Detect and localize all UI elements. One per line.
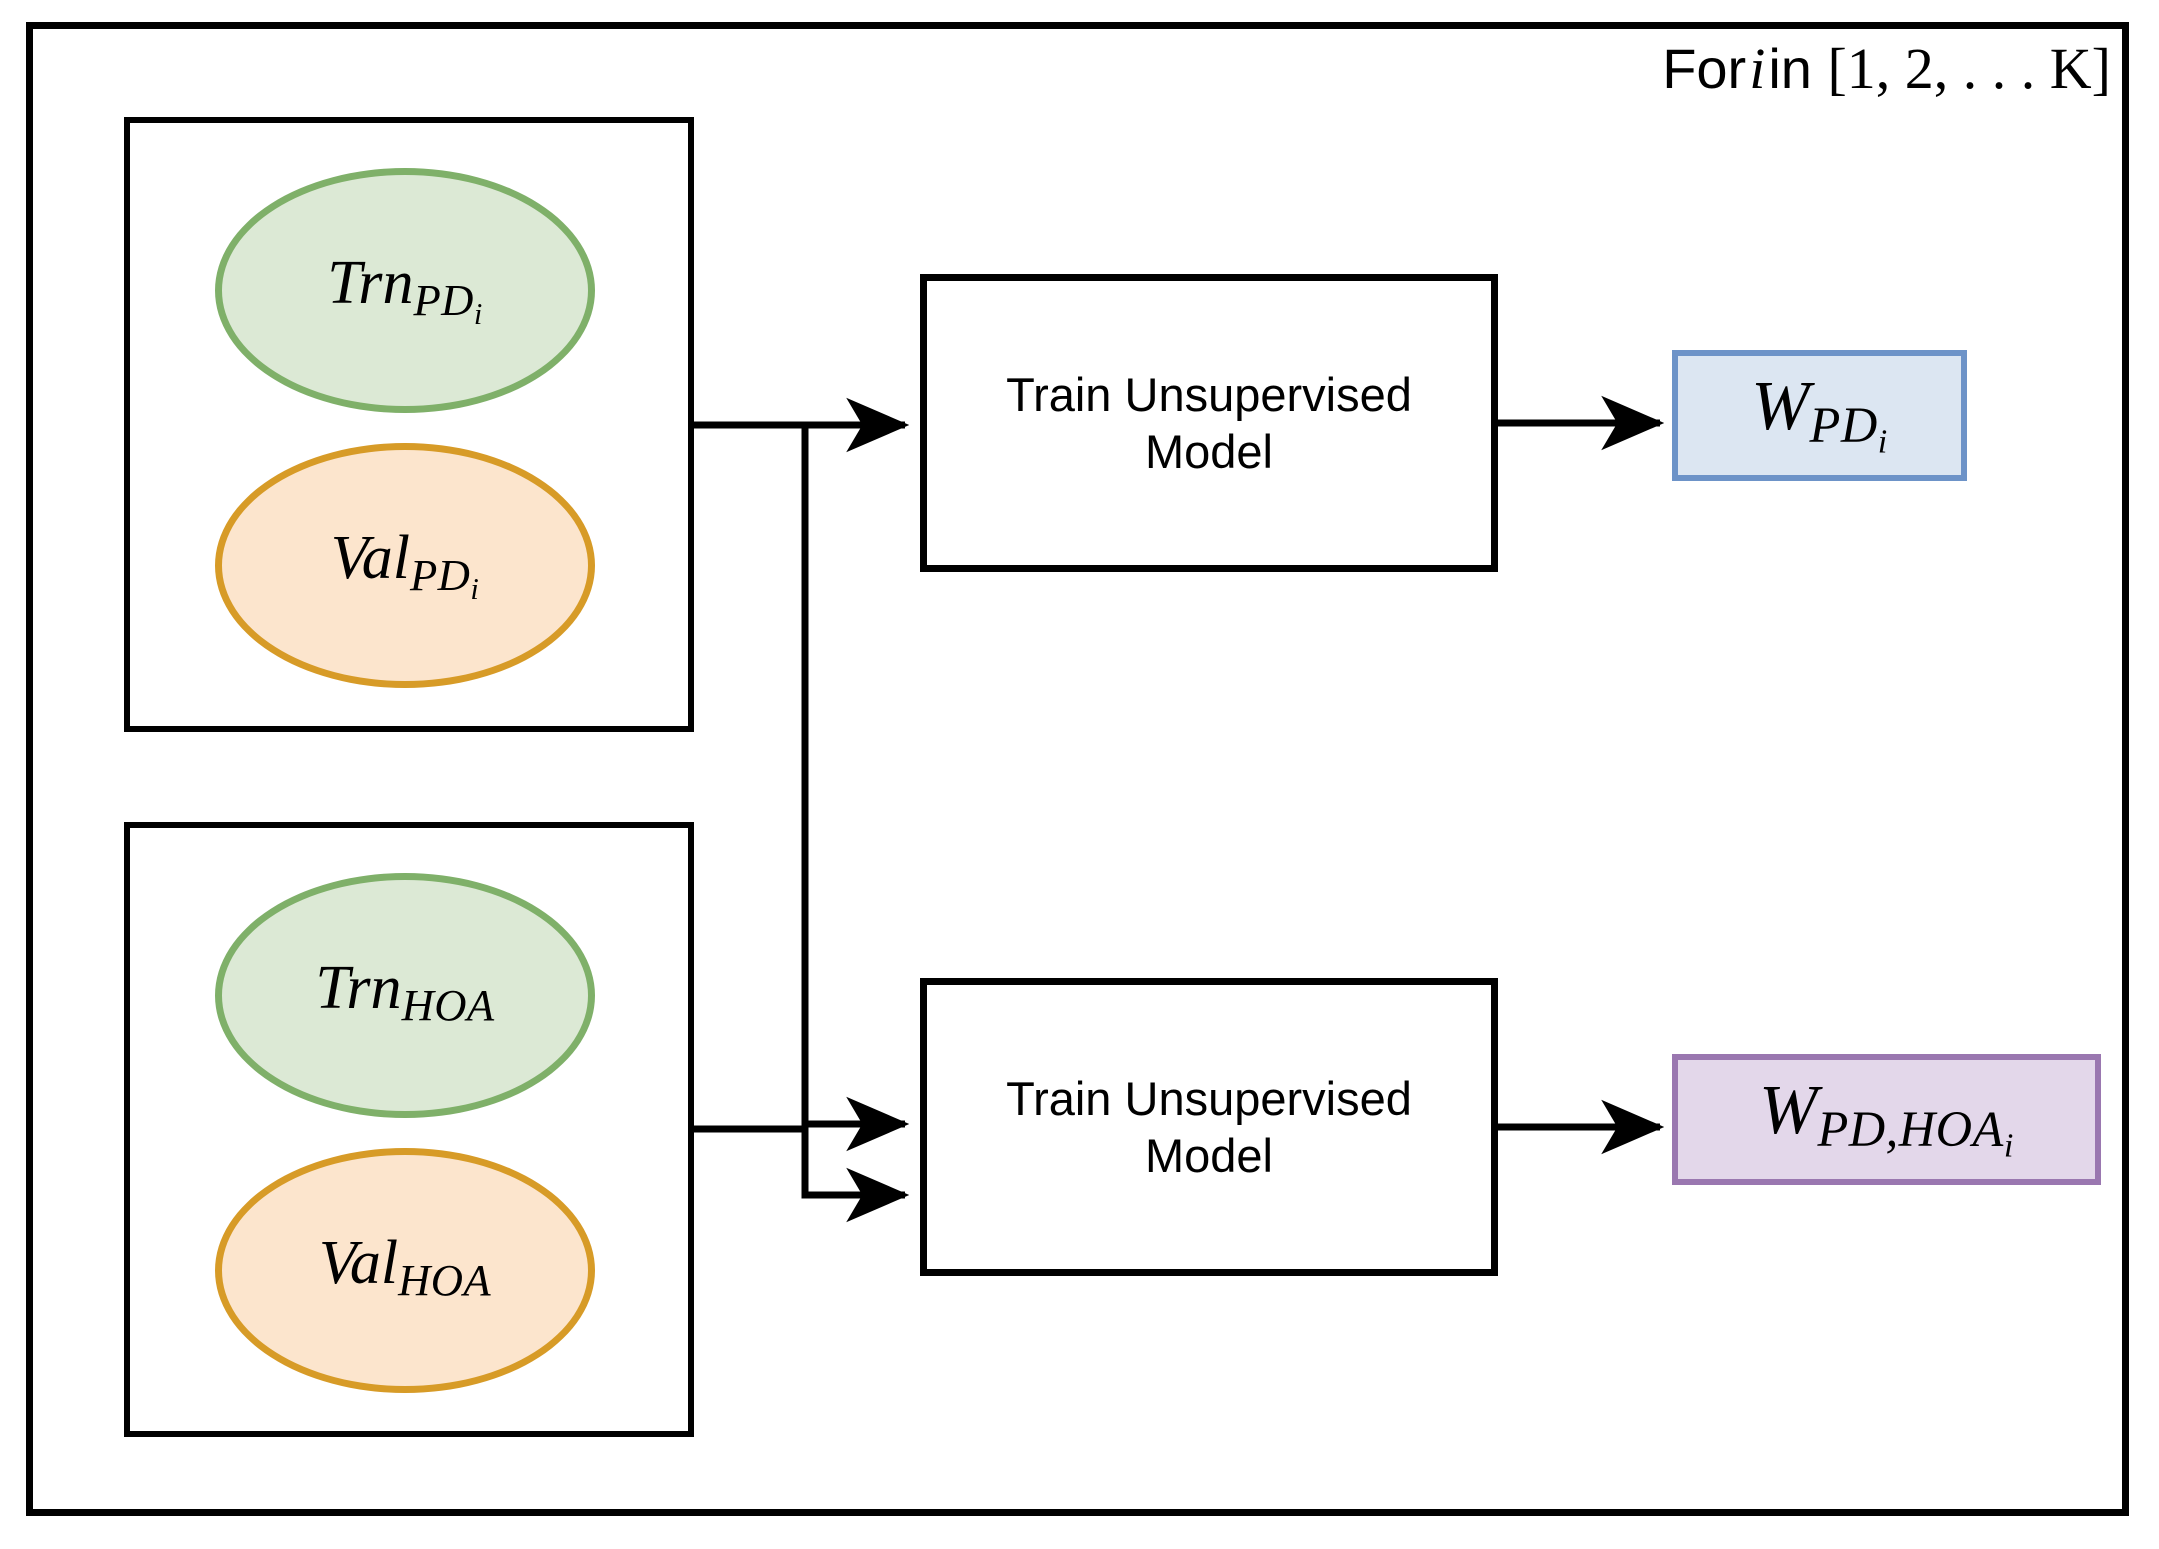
loop-index-variable: i [1749,36,1766,101]
loop-prefix: For [1662,37,1747,100]
node-val-pd-label: ValPDi [330,523,480,606]
loop-connector: in [1768,37,1812,100]
node-val-hoa: ValHOA [215,1148,595,1393]
output-w-pd: WPDi [1672,350,1967,481]
output-w-pd-hoa: WPD,HOAi [1672,1054,2101,1185]
node-val-hoa-label: ValHOA [318,1228,492,1305]
output-w-pd-label: WPDi [1751,368,1888,461]
outer-frame [26,22,2129,1516]
loop-range: [1, 2, . . . K] [1827,36,2111,101]
node-trn-pd: TrnPDi [215,168,595,413]
node-trn-hoa-label: TrnHOA [315,953,495,1030]
output-w-pd-hoa-label: WPD,HOAi [1759,1072,2014,1165]
node-val-pd: ValPDi [215,443,595,688]
loop-iteration-label: Foriin [1, 2, . . . K] [1662,40,2111,98]
node-trn-pd-label: TrnPDi [327,248,483,331]
node-trn-hoa: TrnHOA [215,873,595,1118]
